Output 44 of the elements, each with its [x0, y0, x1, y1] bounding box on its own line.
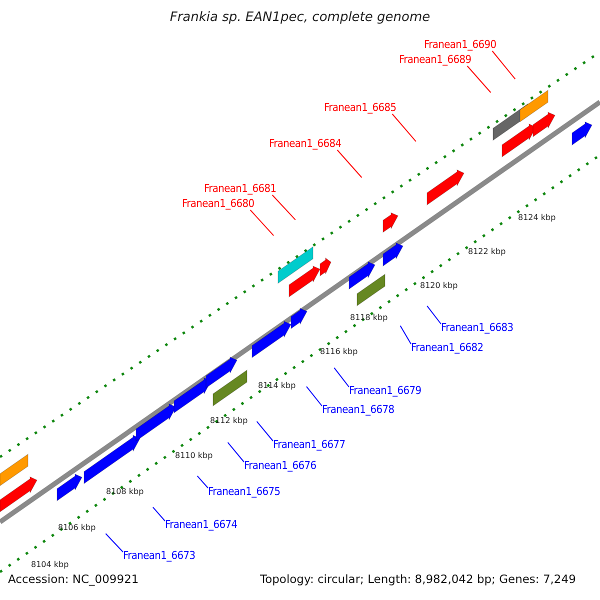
leader-line	[400, 325, 412, 344]
chart-title: Frankia sp. EAN1pec, complete genome	[168, 11, 432, 24]
scale-label: 8112 kbp	[210, 417, 248, 425]
leader-line	[426, 305, 442, 324]
gene-label: Franean1_6682	[411, 342, 484, 353]
leader-line	[306, 386, 322, 406]
scale-label: 8122 kbp	[468, 248, 506, 256]
leader-line	[272, 194, 296, 220]
gene-label: Franean1_6689	[399, 54, 472, 65]
leader-line	[492, 50, 516, 80]
leader-line	[256, 420, 274, 442]
scale-label: 8120 kbp	[420, 282, 458, 290]
footer-text: Accession: NC_009921	[8, 574, 139, 586]
gene-label: Franean1_6685	[324, 102, 396, 113]
scale-label: 8110 kbp	[175, 452, 213, 460]
scale-label: 8124 kbp	[518, 214, 556, 222]
gene-label: Franean1_6675	[208, 486, 280, 497]
scale-label: 8106 kbp	[58, 524, 96, 532]
gene-label: Franean1_6673	[123, 550, 196, 561]
scale-label: 8104 kbp	[31, 561, 69, 569]
footer-text: Topology: circular; Length: 8,982,042 bp; Genes: 7,249	[260, 574, 576, 586]
gene-label: Franean1_6683	[441, 322, 514, 333]
gene-label: Franean1_6690	[424, 39, 496, 50]
leader-line	[392, 114, 416, 142]
gene-label: Franean1_6676	[244, 460, 316, 471]
gene-label: Franean1_6678	[322, 404, 394, 415]
scale-label: 8108 kbp	[106, 488, 144, 496]
scale-label: 8114 kbp	[258, 382, 296, 390]
leader-line	[336, 150, 362, 178]
gene-label: Franean1_6674	[165, 519, 238, 530]
scale-label: 8116 kbp	[320, 348, 358, 356]
leader-line	[334, 367, 350, 388]
gene-label: Franean1_6680	[182, 198, 254, 209]
gene-label: Franean1_6684	[269, 138, 342, 149]
gene-label: Franean1_6681	[204, 183, 276, 194]
leader-line	[105, 533, 124, 552]
leader-line	[227, 442, 244, 462]
leader-line	[466, 66, 492, 93]
leader-line	[196, 475, 208, 488]
gene-label: Franean1_6677	[273, 439, 346, 450]
leader-line	[250, 210, 274, 236]
scale-label: 8118 kbp	[350, 314, 388, 322]
leader-line	[152, 506, 166, 522]
gene-label: Franean1_6679	[349, 385, 422, 396]
